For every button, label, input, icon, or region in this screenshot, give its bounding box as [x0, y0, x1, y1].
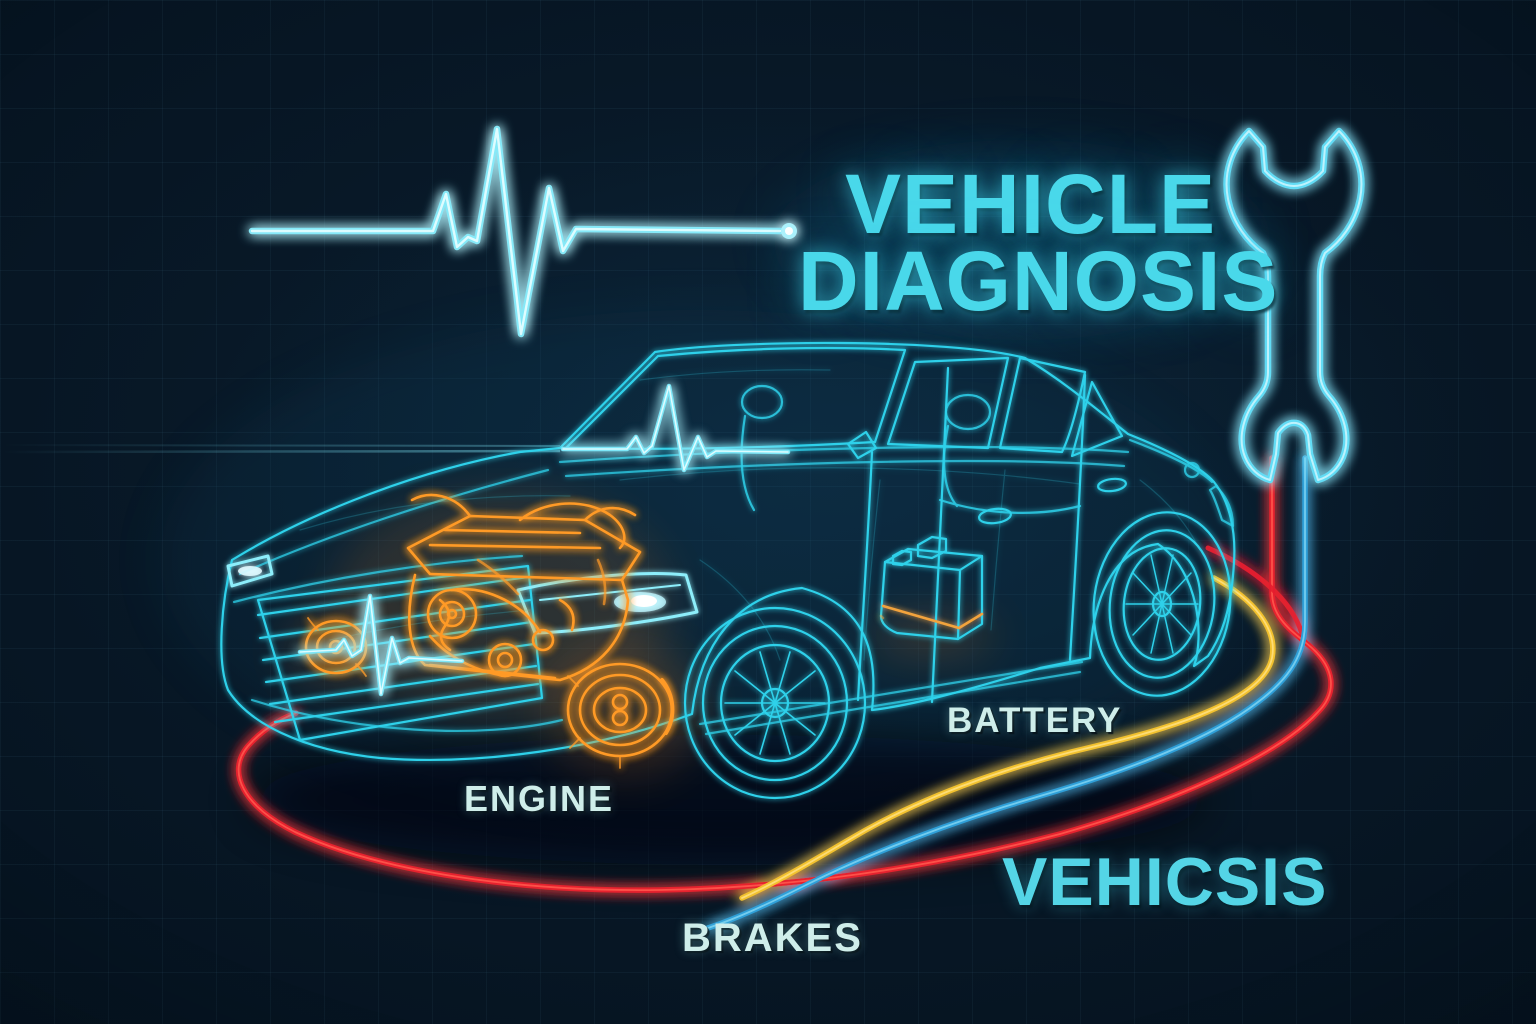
heartbeat-pulse-icon	[248, 125, 797, 338]
engine-label: ENGINE	[464, 778, 615, 819]
battery-label: BATTERY	[947, 701, 1123, 740]
brand-watermark: VEHICSIS	[1002, 844, 1328, 920]
poster-title-line-2: DIAGNOSIS	[798, 234, 1279, 328]
battery-underglow	[879, 614, 885, 620]
brakes-label: BRAKES	[682, 916, 863, 960]
